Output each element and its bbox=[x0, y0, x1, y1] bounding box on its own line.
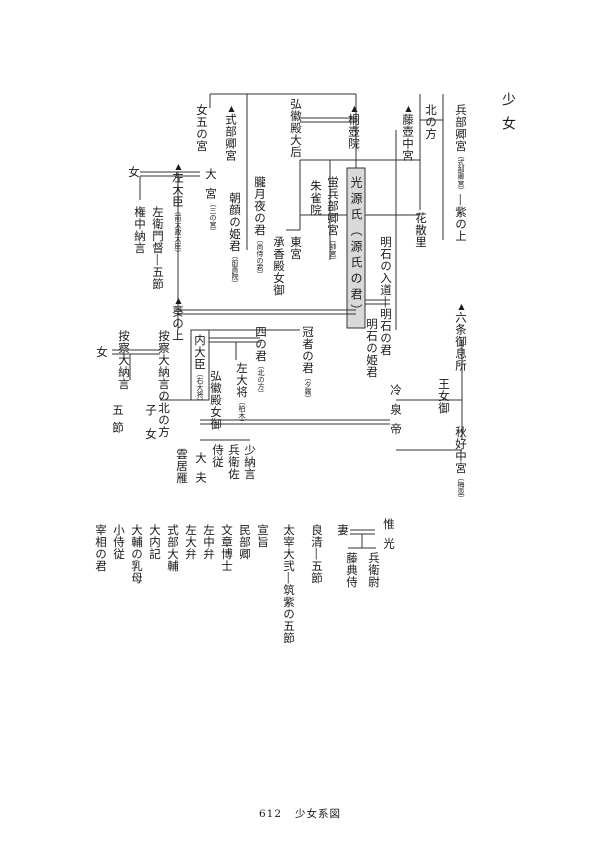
person-go-no-sechi-mid: 五節 bbox=[111, 404, 125, 439]
person-hyoe-no-suke: 兵衛佐 bbox=[227, 444, 241, 480]
person-onna-child: 女 bbox=[144, 428, 158, 440]
person-shokyoden: 承香殿女御 bbox=[272, 236, 286, 296]
official-hyoe-no-jo: 兵衛尉 bbox=[367, 552, 381, 588]
person-genji: 光源氏（源氏の君） bbox=[349, 176, 363, 320]
person-sadaijin: ▲左大臣（前太政大臣） bbox=[171, 162, 185, 257]
official-sachuben: 左中弁 bbox=[202, 524, 216, 560]
person-oborozukiyo: 朧月夜の君（尚侍の君） bbox=[253, 176, 267, 278]
person-omiya: 大宮 bbox=[204, 168, 218, 207]
official-fujinori: 藤典侍 bbox=[345, 552, 359, 588]
person-kiritsubo: ▲桐壺院 bbox=[347, 104, 361, 150]
official-dazai-daini: 太宰大弐―筑紫の五節 bbox=[282, 524, 296, 644]
person-hyobukyo: 兵部卿宮（式部卿宮）―紫の上 bbox=[454, 104, 468, 242]
page-number: 612 bbox=[258, 808, 283, 820]
official-tsuma: 妻 bbox=[336, 524, 350, 536]
person-azechi-dainagon: 按察大納言 bbox=[117, 330, 131, 390]
person-ko: 子 bbox=[144, 404, 158, 422]
official-monjo-hakase: 文章博士 bbox=[220, 524, 234, 572]
official-senji: 宣旨 bbox=[256, 524, 270, 548]
person-jiju: 侍従 bbox=[211, 444, 225, 468]
person-onna-far: 女 bbox=[95, 346, 109, 358]
person-togu: 東宮 bbox=[289, 236, 303, 260]
person-hotaru: 蛍兵部卿宮（帥宮） bbox=[326, 176, 340, 264]
official-sadaiben: 左大弁 bbox=[184, 524, 198, 560]
person-fujitsubo: ▲藤壺中宮 bbox=[401, 104, 415, 162]
person-onna-go-no-miya: 女五の宮 bbox=[195, 104, 209, 152]
genji-box bbox=[346, 167, 366, 329]
official-shikibu-taifu: 式部大輔 bbox=[166, 524, 180, 572]
person-yugiri: 冠者の君（夕霧） bbox=[301, 326, 315, 402]
person-akikonomu: 秋好中宮（梅壺） bbox=[454, 426, 468, 502]
person-gon-chunagon: 権中納言 bbox=[133, 206, 147, 254]
person-yon-no-kimi: 四の君（北の方） bbox=[254, 326, 268, 397]
person-asagao: 朝顔の姫君（前斎院） bbox=[228, 192, 242, 287]
official-dainaiki: 大内記 bbox=[148, 524, 162, 560]
footer-title: 少女系図 bbox=[295, 808, 342, 820]
person-shikibukyo: ▲式部卿宮 bbox=[224, 104, 238, 162]
person-kokiden-nyogo: 弘徽殿女御 bbox=[209, 370, 223, 430]
person-aoi: ▲葵の上 bbox=[171, 296, 185, 342]
official-minbukyo: 民部卿 bbox=[238, 524, 252, 560]
person-rokujo: ▲六条御息所 bbox=[454, 302, 468, 372]
chapter-title: 少女 bbox=[500, 92, 516, 140]
person-sadaisho: 左大将（柏木） bbox=[235, 362, 249, 426]
page-footer: 612 少女系図 bbox=[0, 806, 600, 821]
person-tayu: 大夫 bbox=[194, 452, 208, 491]
official-kojiju: 小侍従 bbox=[112, 524, 126, 560]
person-naidaijin: 内大臣（右大将） bbox=[193, 334, 207, 405]
official-koremitsu: 惟光 bbox=[382, 518, 396, 557]
official-taifu-no-menoto: 大輔の乳母 bbox=[130, 524, 144, 584]
person-reizei: 冷泉帝 bbox=[389, 384, 403, 443]
person-kumoinokari: 雲居雁 bbox=[175, 448, 189, 484]
person-sho-nagon: 少納言 bbox=[243, 444, 257, 480]
official-yoshikiyo: 良清―五節 bbox=[310, 524, 324, 584]
person-onna-omyobu: 王女御 bbox=[437, 378, 451, 414]
person-azechi-kita: 按察大納言の北の方 bbox=[157, 330, 171, 438]
person-akashi-himegimi: 明石の姫君 bbox=[365, 318, 379, 378]
person-kokiden-daigo: 弘徽殿大后 bbox=[289, 98, 303, 158]
person-saemon: 左衛門督―五節 bbox=[151, 206, 165, 290]
person-onna-left: 女 bbox=[127, 166, 141, 178]
official-saisho-no-kimi: 宰相の君 bbox=[94, 524, 108, 572]
person-akashi-nyudo: 明石の入道―明石の君 bbox=[379, 236, 393, 356]
person-suzaku: 朱雀院 bbox=[309, 180, 323, 216]
person-hanachirusato: 花散里 bbox=[414, 212, 428, 248]
person-omiya-note: （三の宮） bbox=[209, 200, 217, 235]
person-kita-no-kata: 北の方 bbox=[424, 104, 438, 140]
